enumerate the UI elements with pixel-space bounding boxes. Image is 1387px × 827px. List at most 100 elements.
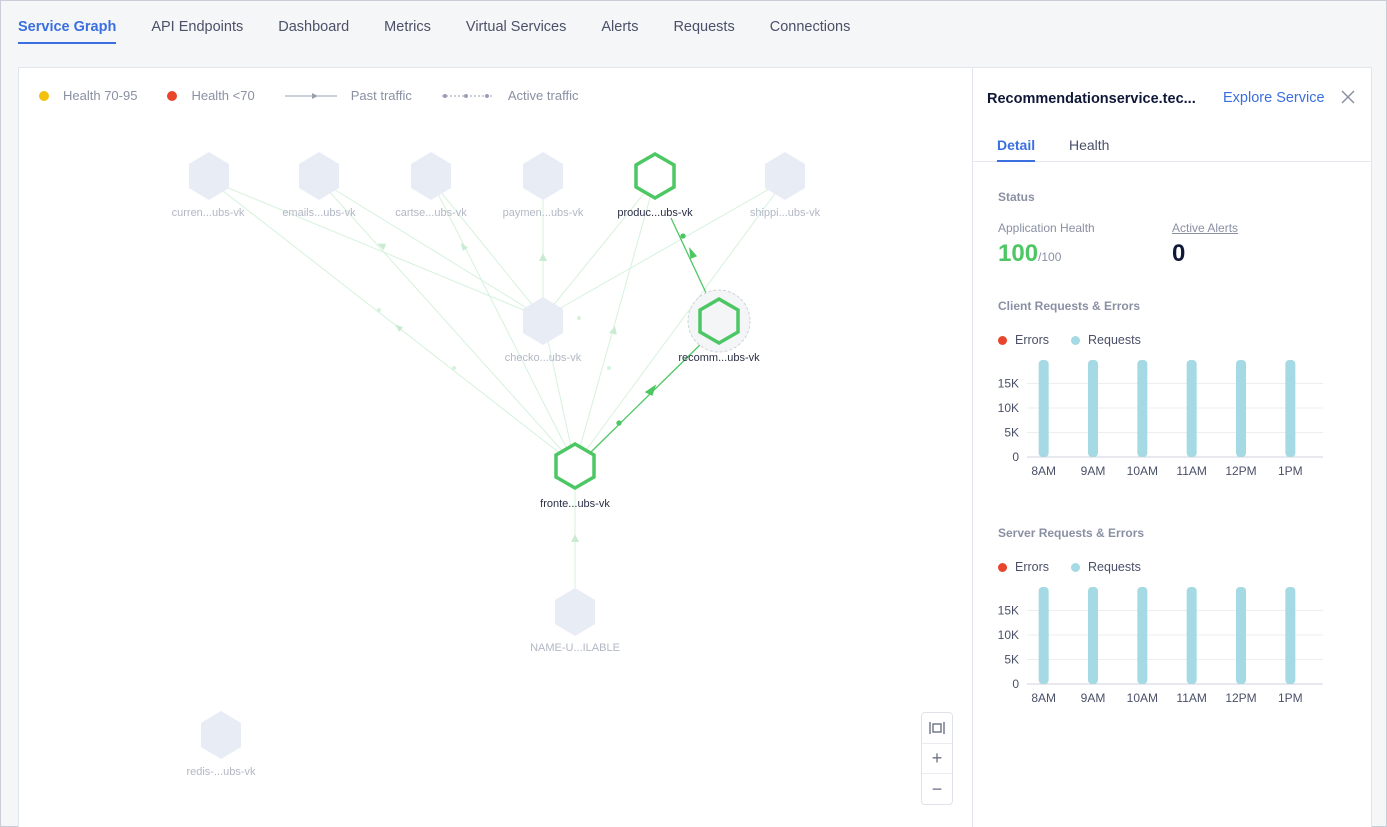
node-checkout[interactable] <box>523 297 563 345</box>
edge-frontend-product <box>574 179 656 466</box>
node-recommend[interactable] <box>687 289 751 353</box>
edge-checkout-currency <box>208 179 544 319</box>
y-tick-label: 0 <box>1012 450 1019 464</box>
legend-health-bad-label: Health <70 <box>191 88 255 103</box>
client-chart-legend: Errors Requests <box>998 333 1163 347</box>
x-tick-label: 1PM <box>1278 464 1303 478</box>
node-shipping[interactable] <box>765 152 805 200</box>
tab-requests[interactable]: Requests <box>673 19 735 35</box>
x-tick-label: 9AM <box>1081 464 1106 478</box>
node-redis[interactable] <box>201 711 241 759</box>
tab-connections[interactable]: Connections <box>769 19 851 35</box>
node-label-redis: redis-...ubs-vk <box>186 766 256 778</box>
active-alerts-value: 0 <box>1172 240 1186 267</box>
node-label-frontend: fronte...ubs-vk <box>540 498 610 510</box>
legend-health-bad: Health <70 <box>167 88 255 103</box>
edge-frontend-cart <box>430 179 576 466</box>
warn-dot-icon <box>39 90 49 101</box>
app-health-value: 100/100 <box>998 240 1061 268</box>
tab-service-graph[interactable]: Service Graph <box>18 1 117 44</box>
node-email[interactable] <box>299 152 339 200</box>
node-label-currency: curren...ubs-vk <box>172 207 245 219</box>
explore-service-link[interactable]: Explore Service <box>1223 90 1325 106</box>
x-tick-label: 1PM <box>1278 691 1303 705</box>
x-tick-label: 8AM <box>1031 464 1056 478</box>
status-heading: Status <box>998 190 1035 204</box>
server-chart-legend: Errors Requests <box>998 560 1163 574</box>
y-tick-label: 0 <box>1012 677 1019 691</box>
errors-dot-icon <box>998 335 1007 345</box>
node-label-product: produc...ubs-vk <box>617 207 693 219</box>
requests-bar[interactable] <box>1137 359 1148 457</box>
zoom-out-button[interactable]: − <box>931 778 943 799</box>
fit-icon <box>929 721 945 734</box>
tab-alerts[interactable]: Alerts <box>601 19 639 35</box>
requests-bar[interactable] <box>1038 359 1049 457</box>
x-tick-label: 12PM <box>1225 691 1256 705</box>
x-tick-label: 9AM <box>1081 691 1106 705</box>
y-tick-label: 15K <box>998 377 1019 391</box>
app-health-max: /100 <box>1038 250 1062 264</box>
node-currency[interactable] <box>189 152 229 200</box>
node-label-email: emails...ubs-vk <box>282 207 356 219</box>
y-tick-label: 10K <box>998 401 1019 415</box>
tab-health[interactable]: Health <box>1069 137 1110 153</box>
node-payment[interactable] <box>523 152 563 200</box>
edge-frontend-checkout <box>542 317 576 466</box>
panel-tabs: Detail Health <box>973 135 1371 162</box>
node-frontend[interactable] <box>554 441 596 491</box>
tab-api-endpoints[interactable]: API Endpoints <box>151 19 244 35</box>
edge-checkout-cart <box>430 179 544 319</box>
service-detail-panel: Recommendationservice.tec... Explore Ser… <box>972 67 1372 827</box>
top-tab-bar: Service Graph API Endpoints Dashboard Me… <box>1 1 1386 51</box>
requests-dot-icon <box>1071 335 1081 345</box>
node-unavailable[interactable] <box>555 588 595 636</box>
node-product[interactable] <box>634 151 676 201</box>
zoom-controls: + − <box>921 712 953 805</box>
tab-detail[interactable]: Detail <box>997 137 1036 162</box>
legend-health-warn: Health 70-95 <box>39 88 137 103</box>
tab-dashboard[interactable]: Dashboard <box>278 19 350 35</box>
edge-frontend-recommend <box>590 337 708 453</box>
node-label-shipping: shippi...ubs-vk <box>750 207 821 219</box>
requests-bar[interactable] <box>1186 586 1197 684</box>
tab-virtual-services[interactable]: Virtual Services <box>465 19 567 35</box>
edge-checkout-product <box>542 179 656 319</box>
edge-frontend-email <box>318 179 576 466</box>
requests-bar[interactable] <box>1088 359 1098 457</box>
requests-bar[interactable] <box>1285 586 1296 684</box>
edge-frontend-currency <box>208 179 576 466</box>
requests-bar[interactable] <box>1137 586 1148 684</box>
x-tick-label: 12PM <box>1225 464 1256 478</box>
edge-frontend-shipping <box>574 179 786 466</box>
requests-bar[interactable] <box>1186 359 1197 457</box>
active-alerts-link[interactable]: Active Alerts <box>1172 221 1239 235</box>
requests-bar[interactable] <box>1285 359 1296 457</box>
fit-view-button[interactable] <box>922 713 952 744</box>
node-label-unavailable: NAME-U...ILABLE <box>530 642 620 654</box>
node-label-cart: cartse...ubs-vk <box>395 207 467 219</box>
server-legend-errors: Errors <box>1015 560 1050 574</box>
requests-bar[interactable] <box>1236 586 1246 684</box>
x-tick-label: 10AM <box>1127 691 1158 705</box>
node-label-checkout: checko...ubs-vk <box>505 352 582 364</box>
server-legend-requests: Requests <box>1088 560 1141 574</box>
service-graph-canvas[interactable]: curren...ubs-vk emails...ubs-vk cartse..… <box>18 67 973 827</box>
zoom-in-button[interactable]: + <box>922 744 952 775</box>
app-health-number: 100 <box>998 240 1039 267</box>
node-label-recommend: recomm...ubs-vk <box>678 352 760 364</box>
node-cart[interactable] <box>411 152 451 200</box>
requests-bar[interactable] <box>1236 359 1246 457</box>
client-legend-requests: Requests <box>1088 333 1141 347</box>
close-icon[interactable] <box>1341 88 1355 108</box>
tab-metrics[interactable]: Metrics <box>384 19 431 35</box>
y-tick-label: 10K <box>998 628 1019 642</box>
edge-recommend-product <box>670 217 708 296</box>
x-tick-label: 11AM <box>1176 464 1206 478</box>
legend-health-warn-label: Health 70-95 <box>63 88 138 103</box>
past-traffic-line-icon <box>284 92 337 99</box>
close-glyph <box>1341 90 1355 104</box>
requests-bar[interactable] <box>1038 586 1049 684</box>
requests-bar[interactable] <box>1088 586 1098 684</box>
